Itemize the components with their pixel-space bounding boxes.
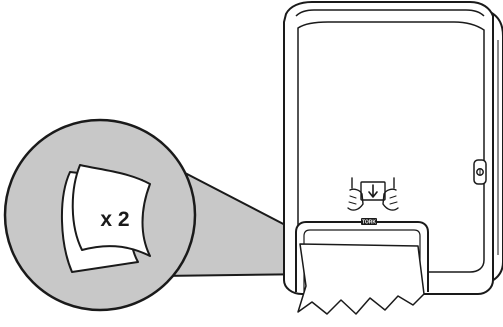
brand-mark: TORK (362, 220, 376, 226)
paper-towel-stack-icon: x 2 (60, 164, 151, 273)
quantity-label: x 2 (100, 208, 129, 231)
lock-icon (473, 159, 487, 185)
pull-down-arrow-icon (347, 177, 399, 211)
brand-badge: TORK (361, 218, 377, 226)
dispensed-paper-sheet (297, 243, 425, 315)
